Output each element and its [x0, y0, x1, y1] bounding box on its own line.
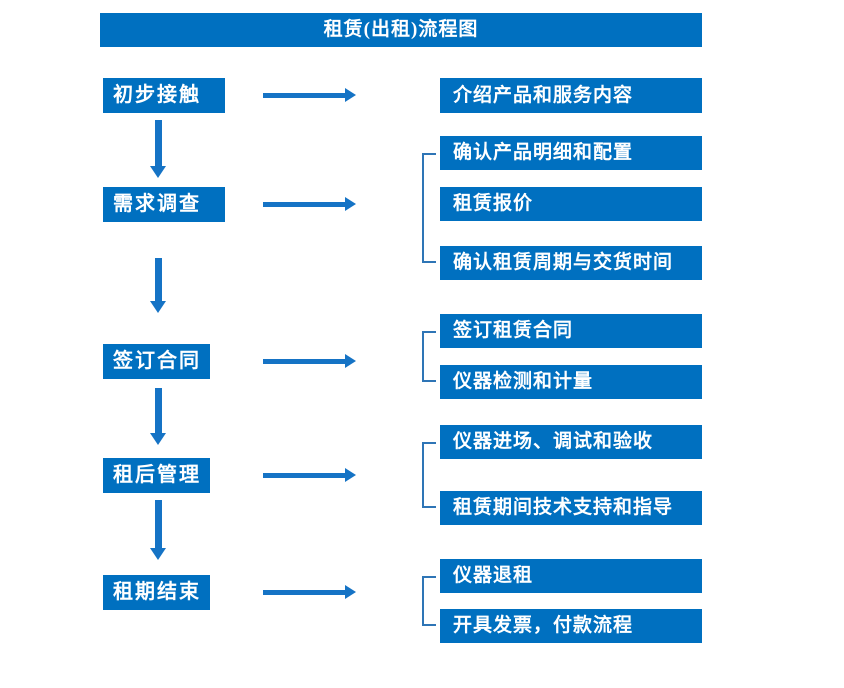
arrow-shaft [263, 590, 346, 595]
arrow-head [345, 88, 356, 102]
output-box-2-1: 确认产品明细和配置 [440, 136, 702, 170]
down-arrow-4 [150, 500, 167, 560]
down-arrow-1 [150, 120, 167, 178]
arrow-head [345, 468, 356, 482]
output-box-3-1: 签订租赁合同 [440, 314, 702, 348]
arrow-head [345, 354, 356, 368]
arrow-head [150, 301, 166, 313]
group-bracket-2 [422, 153, 436, 263]
output-box-1-1: 介绍产品和服务内容 [440, 78, 702, 113]
arrow-shaft [155, 258, 162, 302]
step-box-demand-survey: 需求调查 [103, 187, 225, 222]
arrow-head [150, 548, 166, 560]
arrow-shaft [263, 202, 346, 207]
right-arrow-2 [263, 197, 356, 211]
arrow-head [345, 197, 356, 211]
down-arrow-3 [150, 388, 167, 445]
arrow-shaft [155, 500, 162, 549]
arrow-head [345, 585, 356, 599]
right-arrow-1 [263, 88, 356, 102]
arrow-head [150, 433, 166, 445]
arrow-head [150, 166, 166, 178]
flowchart-title: 租赁(出租)流程图 [100, 13, 702, 47]
arrow-shaft [263, 93, 346, 98]
arrow-shaft [263, 359, 346, 364]
output-box-3-2: 仪器检测和计量 [440, 365, 702, 399]
output-box-5-1: 仪器退租 [440, 559, 702, 593]
output-box-5-2: 开具发票，付款流程 [440, 609, 702, 643]
arrow-shaft [155, 120, 162, 167]
output-box-4-2: 租赁期间技术支持和指导 [440, 491, 702, 525]
output-box-2-3: 确认租赁周期与交货时间 [440, 246, 702, 280]
step-box-rental-end: 租期结束 [103, 575, 210, 610]
step-box-initial-contact: 初步接触 [103, 78, 225, 113]
output-box-2-2: 租赁报价 [440, 187, 702, 221]
group-bracket-5 [422, 576, 436, 626]
down-arrow-2 [150, 258, 167, 313]
right-arrow-5 [263, 585, 356, 599]
output-box-4-1: 仪器进场、调试和验收 [440, 425, 702, 459]
arrow-shaft [263, 473, 346, 478]
step-box-sign-contract: 签订合同 [103, 344, 210, 379]
arrow-shaft [155, 388, 162, 434]
step-box-post-rental-management: 租后管理 [103, 458, 210, 493]
right-arrow-3 [263, 354, 356, 368]
group-bracket-4 [422, 442, 436, 508]
right-arrow-4 [263, 468, 356, 482]
group-bracket-3 [422, 331, 436, 382]
